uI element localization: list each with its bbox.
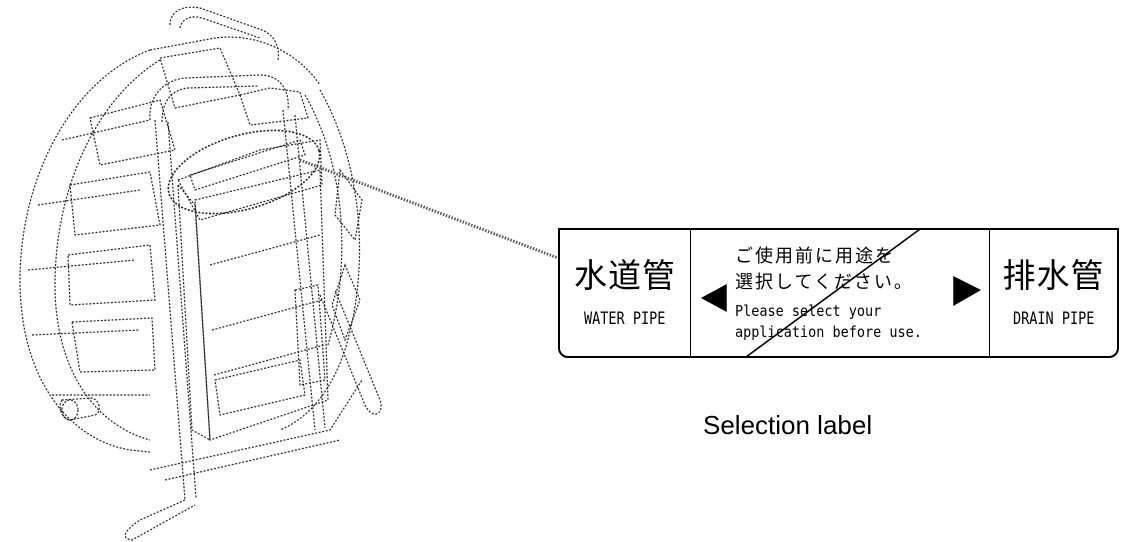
axle-end bbox=[61, 399, 79, 421]
selection-label-highlight bbox=[167, 129, 321, 215]
handle-left-post bbox=[169, 6, 280, 61]
tread-block-4 bbox=[71, 317, 156, 373]
tread-line-3 bbox=[27, 259, 136, 271]
label-strip-on-reel bbox=[189, 139, 306, 191]
left-arrow-icon bbox=[700, 284, 727, 312]
tread-line-4 bbox=[31, 329, 141, 336]
frame-upright-left-2 bbox=[167, 121, 197, 499]
water-pipe-section: 水道管 WATER PIPE bbox=[560, 230, 691, 356]
base-frame-inner bbox=[164, 439, 341, 481]
selection-label: 水道管 WATER PIPE ご使用前に用途を 選択してください。 Please… bbox=[558, 228, 1119, 358]
instruction-english-line1: Please select your bbox=[735, 302, 882, 320]
figure-caption: Selection label bbox=[703, 410, 873, 440]
reel-tire-segment bbox=[149, 36, 321, 86]
tread-line-2 bbox=[37, 189, 141, 206]
instruction-english-line2: application before use. bbox=[735, 323, 922, 341]
control-box-panel-1 bbox=[209, 234, 321, 266]
tread-block-6 bbox=[331, 263, 361, 342]
axle-stub bbox=[59, 397, 100, 421]
right-arrow-icon bbox=[953, 276, 982, 306]
handle-front-bar-inner bbox=[161, 85, 259, 123]
handle-front-bar bbox=[149, 74, 289, 121]
instruction-japanese-line1: ご使用前に用途を bbox=[735, 246, 895, 267]
reel-tire-right bbox=[279, 89, 361, 431]
tread-block-3 bbox=[67, 244, 156, 306]
water-pipe-english: WATER PIPE bbox=[584, 309, 666, 328]
control-box-side bbox=[177, 183, 211, 442]
tread-block-2 bbox=[69, 171, 161, 236]
control-box-foot bbox=[214, 359, 306, 416]
reel-drum-inner-arc bbox=[54, 59, 161, 441]
tread-block-1 bbox=[89, 99, 176, 166]
frame-upright-left bbox=[154, 119, 186, 501]
base-frame-front bbox=[149, 379, 363, 471]
leg-right bbox=[319, 289, 382, 415]
reel-tire-right-inner bbox=[304, 94, 343, 346]
handle-left-post-inner bbox=[179, 16, 261, 39]
control-box-front bbox=[194, 169, 329, 441]
drain-pipe-english: DRAIN PIPE bbox=[1012, 309, 1095, 328]
instruction-japanese-line2: 選択してください。 bbox=[735, 272, 914, 293]
instruction-section: ご使用前に用途を 選択してください。 Please select your ap… bbox=[691, 230, 989, 356]
tread-line-1 bbox=[61, 119, 151, 141]
control-box-panel-3 bbox=[213, 344, 325, 376]
water-pipe-japanese: 水道管 bbox=[574, 256, 676, 295]
leader-line bbox=[299, 158, 559, 260]
frame-upright-right bbox=[282, 109, 316, 431]
control-box-bracket bbox=[294, 284, 326, 386]
drain-pipe-japanese: 排水管 bbox=[1002, 256, 1105, 295]
drain-pipe-section: 排水管 DRAIN PIPE bbox=[989, 230, 1117, 356]
leg-left-foot bbox=[124, 499, 196, 541]
control-box-panel-2 bbox=[211, 299, 323, 331]
reel-drum-outline bbox=[19, 49, 151, 453]
top-segment-2 bbox=[239, 87, 309, 126]
